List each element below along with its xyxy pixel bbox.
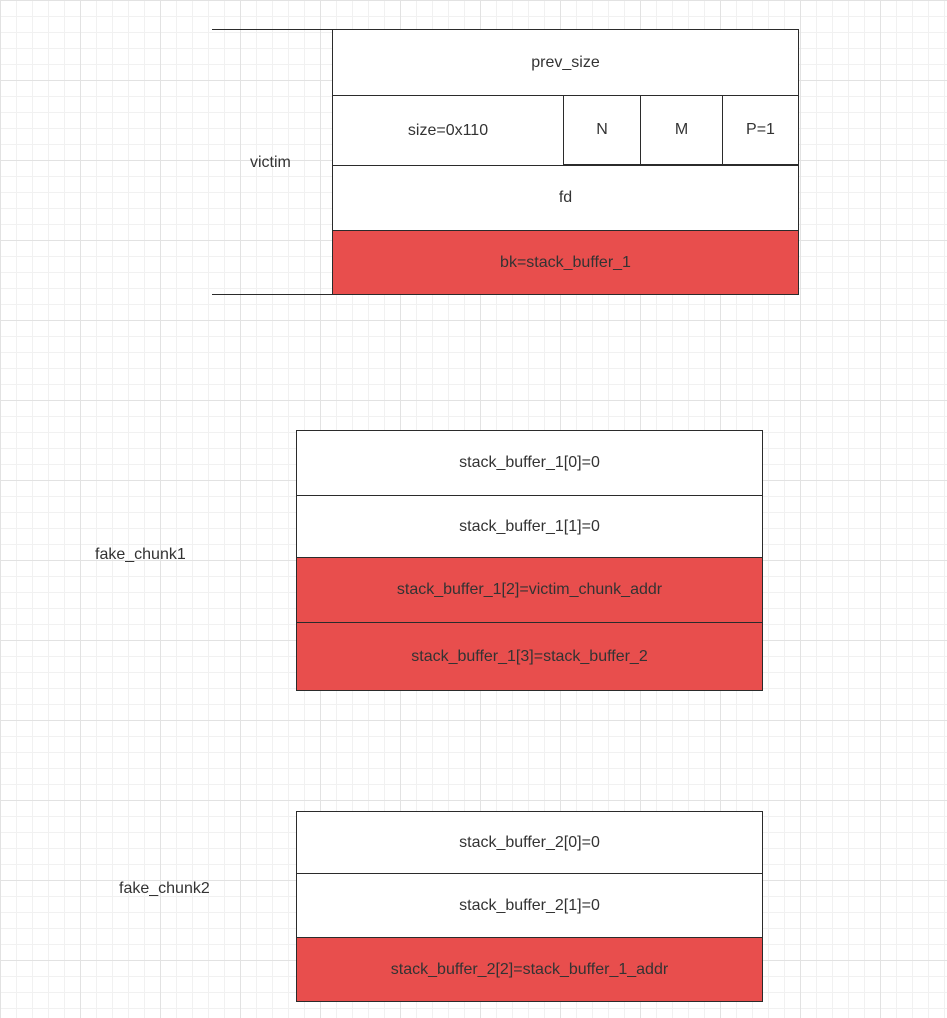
victim-flag-m: M <box>640 95 723 165</box>
fake-chunk2-field-1: stack_buffer_2[1]=0 <box>296 873 763 938</box>
victim-bk-field: bk=stack_buffer_1 <box>332 230 799 295</box>
victim-size-field: size=0x110 <box>332 95 564 167</box>
victim-prev-size-field: prev_size <box>332 29 799 96</box>
fake-chunk2-field-0: stack_buffer_2[0]=0 <box>296 811 763 874</box>
victim-flag-n: N <box>563 95 641 165</box>
victim-fd-field: fd <box>332 165 799 231</box>
fake-chunk1-field-2: stack_buffer_1[2]=victim_chunk_addr <box>296 557 763 623</box>
victim-top-bracket-line <box>212 29 333 30</box>
victim-bottom-bracket-line <box>212 294 333 295</box>
fake-chunk2-field-2: stack_buffer_2[2]=stack_buffer_1_addr <box>296 937 763 1002</box>
fake-chunk1-field-1: stack_buffer_1[1]=0 <box>296 495 763 558</box>
fake-chunk2-label: fake_chunk2 <box>119 880 210 897</box>
fake-chunk1-field-0: stack_buffer_1[0]=0 <box>296 430 763 496</box>
fake-chunk1-label: fake_chunk1 <box>95 546 186 563</box>
victim-label: victim <box>250 154 291 171</box>
victim-flag-p: P=1 <box>722 95 799 165</box>
fake-chunk1-field-3: stack_buffer_1[3]=stack_buffer_2 <box>296 622 763 691</box>
